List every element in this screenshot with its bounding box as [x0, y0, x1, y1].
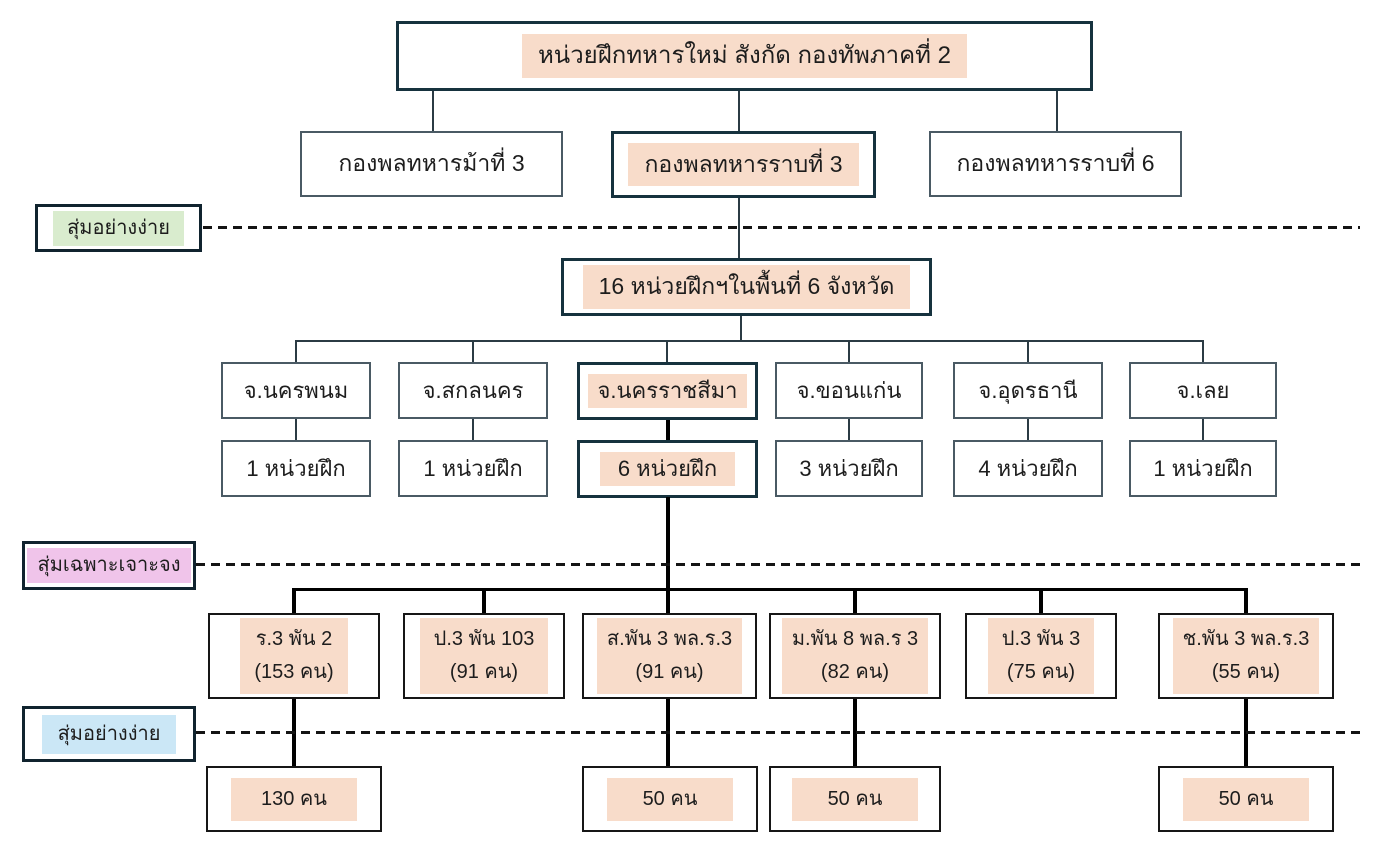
connector-line: [1202, 340, 1204, 362]
connector-line: [1039, 588, 1043, 613]
unit-count-label: 1 หน่วยฝึก: [423, 455, 523, 481]
connector-line: [738, 198, 740, 258]
connector-line: [1244, 588, 1248, 613]
stage-divider-dashed-line: [196, 563, 1365, 566]
division-box-cavalry-3: กองพลทหารม้าที่ 3: [300, 131, 563, 197]
sampled-unit-box: ป.3 พัน 103 (91 คน): [403, 613, 565, 699]
sampled-unit-size: (82 คน): [820, 661, 890, 683]
stage-divider-dashed-line: [196, 731, 1360, 734]
connector-line: [472, 419, 474, 440]
selection-pool-box: 16 หน่วยฝึกฯในพื้นที่ 6 จังหวัด: [561, 258, 932, 316]
province-label: จ.นครราชสีมา: [587, 374, 748, 408]
connector-line: [853, 588, 857, 613]
sampled-unit-box: ร.3 พัน 2 (153 คน): [208, 613, 380, 699]
division-label: กองพลทหารราบที่ 3: [628, 142, 859, 187]
sampled-unit-box: ช.พัน 3 พล.ร.3 (55 คน): [1158, 613, 1334, 699]
unit-count-box: 3 หน่วยฝึก: [775, 440, 923, 497]
province-box-loei: จ.เลย: [1129, 362, 1277, 419]
province-label: จ.ขอนแก่น: [796, 377, 902, 403]
division-box-infantry-3-selected: กองพลทหารราบที่ 3: [611, 131, 876, 198]
connector-line: [472, 340, 474, 362]
connector-line: [666, 588, 670, 613]
division-box-infantry-6: กองพลทหารราบที่ 6: [929, 131, 1182, 197]
connector-line: [666, 340, 668, 362]
connector-line: [432, 91, 434, 131]
stage-label-text: สุ่มเฉพาะเจาะจง: [27, 548, 191, 583]
sampled-unit-box: ป.3 พัน 3 (75 คน): [965, 613, 1117, 699]
sample-size-box: 50 คน: [1158, 766, 1334, 832]
sample-size-label: 50 คน: [791, 777, 919, 821]
stage-label-simple-random-1: สุ่มอย่างง่าย: [35, 204, 202, 252]
unit-count-box-selected: 6 หน่วยฝึก: [577, 440, 758, 498]
division-label: กองพลทหารราบที่ 6: [956, 150, 1155, 177]
sampled-unit-size: (75 คน): [1006, 661, 1076, 683]
province-label: จ.สกลนคร: [422, 377, 524, 403]
connector-rail: [295, 340, 1204, 342]
province-box-nakhon-ratchasima-selected: จ.นครราชสีมา: [577, 362, 758, 420]
sample-size-label: 50 คน: [606, 777, 734, 821]
connector-line: [666, 497, 670, 588]
unit-count-box: 4 หน่วยฝึก: [953, 440, 1103, 497]
sampled-unit-size: (55 คน): [1211, 661, 1281, 683]
province-box-udon-thani: จ.อุดรธานี: [953, 362, 1103, 419]
selection-pool-label: 16 หน่วยฝึกฯในพื้นที่ 6 จังหวัด: [582, 265, 911, 309]
connector-line: [482, 588, 486, 613]
sample-size-label: 50 คน: [1182, 777, 1310, 821]
sample-size-label: 130 คน: [231, 777, 357, 821]
sampled-unit-name: ร.3 พัน 2: [255, 628, 333, 650]
sampled-unit-size: (91 คน): [635, 661, 704, 683]
connector-line: [740, 316, 742, 341]
province-label: จ.อุดรธานี: [978, 377, 1078, 403]
sampled-unit-size: (153 คน): [254, 661, 334, 683]
province-label: จ.นครพนม: [243, 377, 349, 403]
root-unit-box: หน่วยฝึกทหารใหม่ สังกัด กองทัพภาคที่ 2: [396, 21, 1093, 91]
province-box-khon-kaen: จ.ขอนแก่น: [775, 362, 923, 419]
connector-line: [1056, 91, 1058, 131]
sample-size-box: 130 คน: [206, 766, 382, 832]
unit-count-label: 4 หน่วยฝึก: [978, 455, 1078, 481]
connector-line: [1027, 340, 1029, 362]
stage-divider-dashed-line: [203, 226, 1360, 229]
sampled-unit-name: ป.3 พัน 3: [1001, 628, 1081, 650]
connector-line: [292, 588, 296, 613]
connector-line: [666, 420, 670, 440]
sampled-unit-name: ม.พัน 8 พล.ร 3: [791, 628, 919, 650]
connector-line: [1027, 419, 1029, 440]
connector-line: [848, 340, 850, 362]
connector-line: [295, 419, 297, 440]
sampled-unit-box: ส.พัน 3 พล.ร.3 (91 คน): [582, 613, 757, 699]
sample-size-box: 50 คน: [769, 766, 941, 832]
unit-count-label: 1 หน่วยฝึก: [246, 455, 346, 481]
connector-line: [848, 419, 850, 440]
unit-count-box: 1 หน่วยฝึก: [221, 440, 371, 497]
sampled-unit-name: ช.พัน 3 พล.ร.3: [1182, 628, 1310, 650]
stage-label-text: สุ่มอย่างง่าย: [53, 210, 184, 246]
connector-rail: [292, 588, 1248, 591]
sampled-unit-size: (91 คน): [449, 661, 519, 683]
province-box-sakon-nakhon: จ.สกลนคร: [398, 362, 548, 419]
unit-count-label: 1 หน่วยฝึก: [1153, 455, 1253, 481]
sampled-unit-name: ป.3 พัน 103: [433, 628, 535, 650]
sample-size-box: 50 คน: [582, 766, 758, 832]
province-box-nakhon-phanom: จ.นครพนม: [221, 362, 371, 419]
unit-count-label: 3 หน่วยฝึก: [799, 455, 899, 481]
division-label: กองพลทหารม้าที่ 3: [338, 150, 525, 177]
root-unit-label: หน่วยฝึกทหารใหม่ สังกัด กองทัพภาคที่ 2: [521, 33, 968, 79]
stage-label-simple-random-2: สุ่มอย่างง่าย: [22, 706, 196, 762]
connector-line: [738, 91, 740, 131]
connector-line: [1202, 419, 1204, 440]
unit-count-box: 1 หน่วยฝึก: [1129, 440, 1277, 497]
province-label: จ.เลย: [1176, 377, 1230, 403]
stage-label-purposive: สุ่มเฉพาะเจาะจง: [22, 541, 196, 590]
stage-label-text: สุ่มอย่างง่าย: [41, 714, 177, 754]
sampled-unit-name: ส.พัน 3 พล.ร.3: [606, 628, 733, 650]
sampled-unit-box: ม.พัน 8 พล.ร 3 (82 คน): [769, 613, 941, 699]
unit-count-label: 6 หน่วยฝึก: [599, 452, 736, 486]
unit-count-box: 1 หน่วยฝึก: [398, 440, 548, 497]
connector-line: [295, 340, 297, 362]
